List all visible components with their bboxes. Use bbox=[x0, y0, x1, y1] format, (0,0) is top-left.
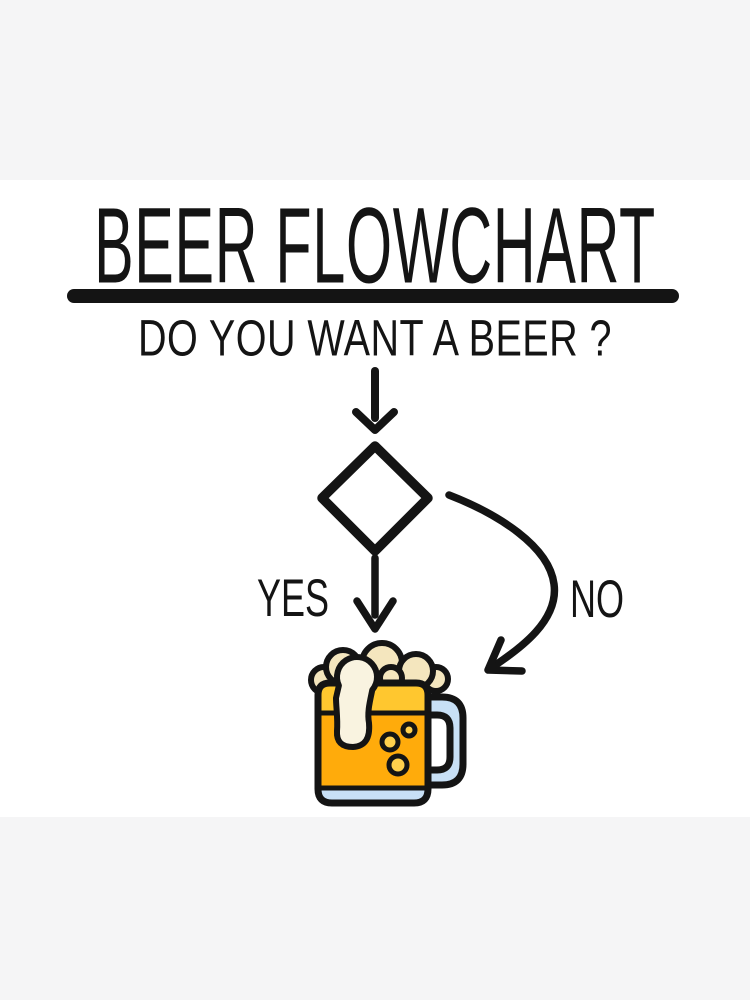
yes-branch-label: YES bbox=[256, 568, 330, 628]
mug-handle bbox=[422, 693, 467, 789]
no-branch-label: NO bbox=[570, 569, 624, 629]
matte-top bbox=[0, 0, 750, 180]
foam-drip bbox=[333, 654, 380, 750]
poster-subtitle: DO YOU WANT A BEER ? bbox=[138, 309, 612, 367]
beer-mug-illustration bbox=[308, 640, 467, 807]
mug-outline bbox=[314, 679, 432, 807]
no-curved-arrow-icon bbox=[445, 491, 559, 675]
yes-arrow-icon bbox=[353, 554, 397, 633]
poster-title: BEER FLOWCHART bbox=[94, 185, 656, 306]
matte-bottom bbox=[0, 817, 750, 1000]
title-underline bbox=[67, 289, 679, 303]
down-arrow-icon bbox=[352, 367, 398, 434]
decision-diamond bbox=[317, 441, 433, 556]
beer-bubbles bbox=[379, 721, 418, 777]
